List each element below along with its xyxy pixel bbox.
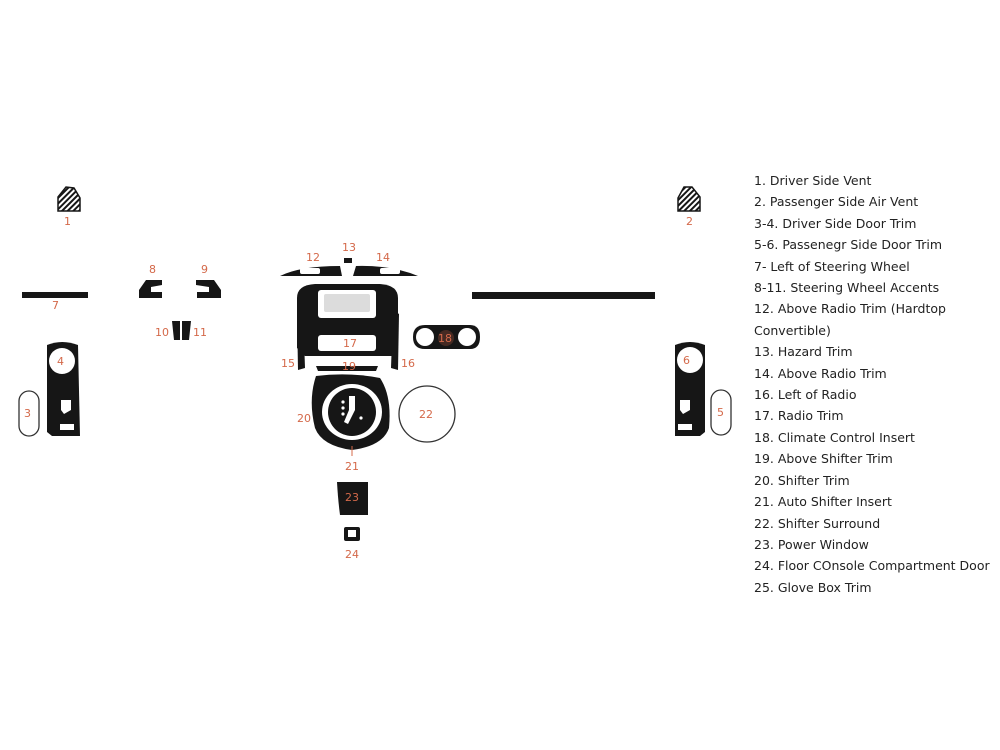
part-10-steering-wheel-accent: [172, 321, 180, 340]
part-1-driver-side-vent: [57, 186, 81, 212]
part-16-left-of-radio: [391, 310, 399, 370]
part-number-8: 8: [149, 263, 156, 276]
legend-item: 18. Climate Control Insert: [754, 429, 915, 445]
legend-item: 20. Shifter Trim: [754, 472, 850, 488]
part-24-cutout: [348, 530, 356, 537]
part-21-gate-slot: [344, 396, 355, 424]
part-15-radio-side-trim: [297, 310, 305, 370]
part-right-dash-strip: [472, 292, 655, 299]
legend-item: 16. Left of Radio: [754, 387, 857, 403]
part-number-13: 13: [342, 241, 356, 254]
part-number-11: 11: [193, 326, 207, 339]
part-4-circle-cutout: [49, 348, 75, 374]
part-3-driver-door-trim: [18, 390, 40, 437]
part-number-3: 3: [24, 407, 31, 420]
part-6-handle-cutout: [680, 400, 690, 414]
part-number-10: 10: [155, 326, 169, 339]
part-17-display-cutout: [318, 290, 376, 318]
legend-item: 5-6. Passenegr Side Door Trim: [754, 237, 943, 253]
legend-item: 17. Radio Trim: [754, 408, 844, 424]
part-number-20: 20: [297, 412, 311, 425]
part-number-12: 12: [306, 251, 320, 264]
part-2-passenger-side-vent: [677, 186, 701, 212]
part-18-left-knob-cutout: [416, 328, 434, 346]
part-18-center-knob-cutout: [438, 330, 454, 346]
part-number-15: 15: [281, 357, 295, 370]
legend-item: 7- Left of Steering Wheel: [754, 258, 910, 274]
part-22-shifter-surround: [398, 385, 456, 443]
dash-kit-diagram: 1 2 7 8 9 10 11 3 4 5 6 12 13 14 17 15 1…: [18, 186, 732, 561]
part-9-steering-wheel-accent: [196, 280, 221, 298]
part-number-24: 24: [345, 548, 359, 561]
part-number-23: 23: [345, 491, 359, 504]
part-number-16: 16: [401, 357, 415, 370]
part-number-5: 5: [717, 406, 724, 419]
part-19-above-shifter-trim: [316, 366, 378, 371]
part-number-9: 9: [201, 263, 208, 276]
legend-item: 8-11. Steering Wheel Accents: [754, 280, 940, 296]
part-8-steering-wheel-accent: [139, 280, 162, 298]
part-21-dot-1: [341, 400, 345, 404]
legend-item: 25. Glove Box Trim: [754, 579, 872, 595]
part-7-left-of-steering-wheel: [22, 292, 88, 298]
legend-item: 19. Above Shifter Trim: [754, 451, 893, 467]
legend-item: 2. Passenger Side Air Vent: [754, 194, 919, 210]
part-12-cutout: [300, 268, 320, 274]
part-14-cutout: [380, 268, 400, 274]
part-number-14: 14: [376, 251, 390, 264]
legend-item: 22. Shifter Surround: [754, 515, 881, 531]
legend-item: 13. Hazard Trim: [754, 344, 853, 360]
part-6-circle-cutout: [677, 347, 703, 373]
part-6-lower-cutout: [678, 424, 692, 430]
part-21-dot-2: [341, 406, 345, 410]
part-23-power-window: [337, 482, 368, 515]
part-number-4: 4: [57, 355, 64, 368]
parts-legend: 1. Driver Side Vent 2. Passenger Side Ai…: [754, 170, 990, 598]
legend-item: 1. Driver Side Vent: [754, 173, 872, 188]
legend-item: 14. Above Radio Trim: [754, 365, 887, 381]
part-4-lower-cutout: [60, 424, 74, 430]
part-number-1: 1: [64, 215, 71, 228]
part-number-19: 19: [342, 360, 356, 373]
legend-item: 24. Floor COnsole Compartment Door: [754, 558, 990, 574]
part-21-dot-4: [359, 416, 363, 420]
part-number-21: 21: [345, 460, 359, 473]
part-5-passenger-door-trim: [710, 389, 732, 436]
legend-item: 3-4. Driver Side Door Trim: [754, 215, 917, 231]
part-number-22: 22: [419, 408, 433, 421]
legend-item: 12. Above Radio Trim (Hardtop Convertibl…: [754, 301, 946, 338]
part-4-handle-cutout: [61, 400, 71, 414]
part-13-hazard-trim: [344, 258, 352, 263]
part-number-7: 7: [52, 299, 59, 312]
part-number-18: 18: [438, 332, 452, 345]
part-17-display-inner: [324, 294, 370, 312]
legend-item: 23. Power Window: [754, 536, 869, 552]
part-17-lower-cutout: [318, 335, 376, 351]
part-18-right-knob-cutout: [458, 328, 476, 346]
part-number-17: 17: [343, 337, 357, 350]
part-number-6: 6: [683, 354, 690, 367]
part-21-dot-3: [341, 412, 345, 416]
legend-item: 21. Auto Shifter Insert: [754, 494, 892, 510]
part-number-2: 2: [686, 215, 693, 228]
part-11-steering-wheel-accent: [182, 321, 191, 340]
